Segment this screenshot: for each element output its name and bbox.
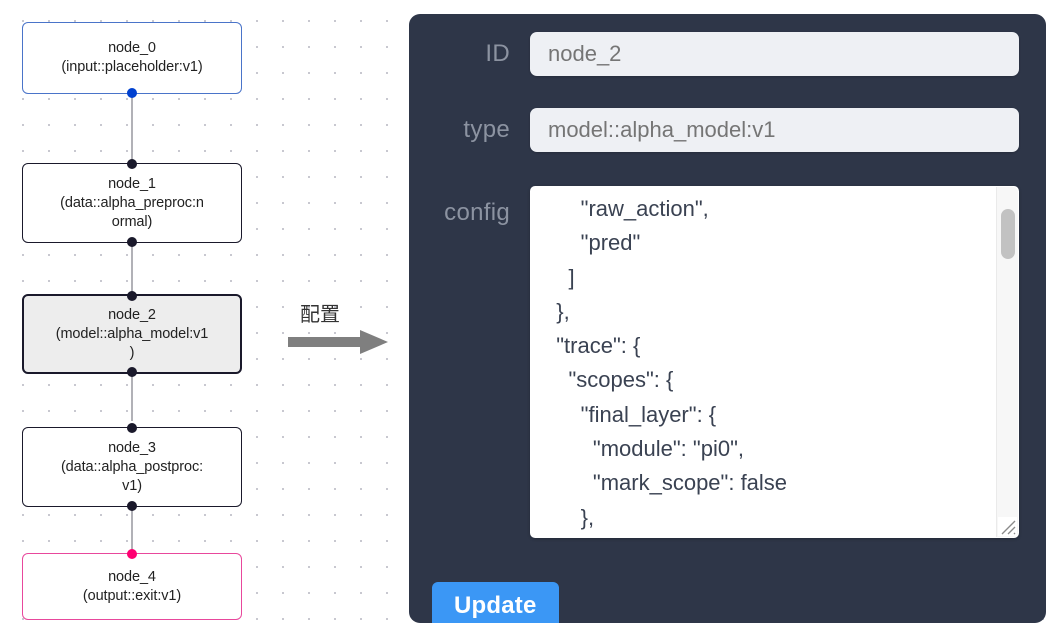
config-label: config bbox=[444, 199, 510, 226]
arrow-right-icon bbox=[288, 330, 388, 354]
type-input[interactable] bbox=[530, 108, 1019, 152]
transition-annotation: 配置 bbox=[288, 298, 396, 364]
flow-node-node_2[interactable]: node_2 (model::alpha_model:v1 ) bbox=[22, 291, 242, 377]
node-subtitle: (data::alpha_preproc:n bbox=[60, 194, 204, 211]
node-subtitle: (output::exit:v1) bbox=[82, 587, 182, 604]
flow-node-node_0[interactable]: node_0 (input::placeholder:v1) bbox=[22, 22, 242, 98]
id-input[interactable] bbox=[530, 32, 1019, 76]
edge-node2-node3[interactable] bbox=[131, 373, 133, 421]
field-row-id: ID bbox=[426, 32, 1019, 76]
resize-grip-icon[interactable] bbox=[998, 517, 1017, 536]
type-label: type bbox=[463, 116, 510, 143]
node-subtitle-cont: ) bbox=[129, 344, 135, 361]
node-handle-source[interactable] bbox=[127, 367, 137, 377]
flow-canvas[interactable]: node_0 (input::placeholder:v1) node_1 (d… bbox=[0, 0, 400, 643]
node-subtitle: (model::alpha_model:v1 bbox=[55, 325, 209, 342]
node-config-panel: ID type config "raw_action", "pred" ] },… bbox=[409, 14, 1046, 623]
node-subtitle: (input::placeholder:v1) bbox=[61, 59, 203, 75]
flow-node-node_1[interactable]: node_1 (data::alpha_preproc:n ormal) bbox=[22, 159, 242, 247]
node-handle-source[interactable] bbox=[127, 501, 137, 511]
config-editor: "raw_action", "pred" ] }, "trace": { "sc… bbox=[530, 186, 1019, 538]
config-scrollbar[interactable] bbox=[996, 187, 1018, 537]
node-handle-source[interactable] bbox=[127, 88, 137, 98]
flow-node-node_4[interactable]: node_4 (output::exit:v1) bbox=[22, 549, 242, 620]
edge-node0-node1[interactable] bbox=[131, 89, 133, 168]
node-subtitle: (data::alpha_postproc: bbox=[60, 458, 204, 475]
field-row-config: config "raw_action", "pred" ] }, "trace"… bbox=[426, 186, 1019, 538]
node-title: node_4 bbox=[108, 568, 156, 585]
node-subtitle-cont: v1) bbox=[122, 477, 142, 494]
node-handle-target[interactable] bbox=[127, 549, 137, 559]
edge-node1-node2[interactable] bbox=[131, 242, 133, 300]
config-scrollbar-thumb[interactable] bbox=[1001, 209, 1015, 259]
node-handle-source[interactable] bbox=[127, 237, 137, 247]
config-textarea[interactable]: "raw_action", "pred" ] }, "trace": { "sc… bbox=[530, 186, 1019, 538]
flow-node-node_3[interactable]: node_3 (data::alpha_postproc: v1) bbox=[22, 423, 242, 511]
node-title: node_3 bbox=[108, 439, 156, 456]
node-handle-target[interactable] bbox=[127, 159, 137, 169]
node-title: node_0 bbox=[108, 40, 156, 56]
node-handle-target[interactable] bbox=[127, 291, 137, 301]
node-handle-target[interactable] bbox=[127, 423, 137, 433]
node-subtitle-cont: ormal) bbox=[111, 213, 153, 230]
id-label: ID bbox=[485, 40, 510, 67]
transition-label: 配置 bbox=[300, 302, 340, 326]
update-button[interactable]: Update bbox=[432, 582, 559, 623]
field-row-type: type bbox=[426, 108, 1019, 152]
node-title: node_2 bbox=[108, 306, 156, 323]
node-title: node_1 bbox=[108, 175, 156, 192]
edge-node3-node4[interactable] bbox=[131, 510, 133, 553]
